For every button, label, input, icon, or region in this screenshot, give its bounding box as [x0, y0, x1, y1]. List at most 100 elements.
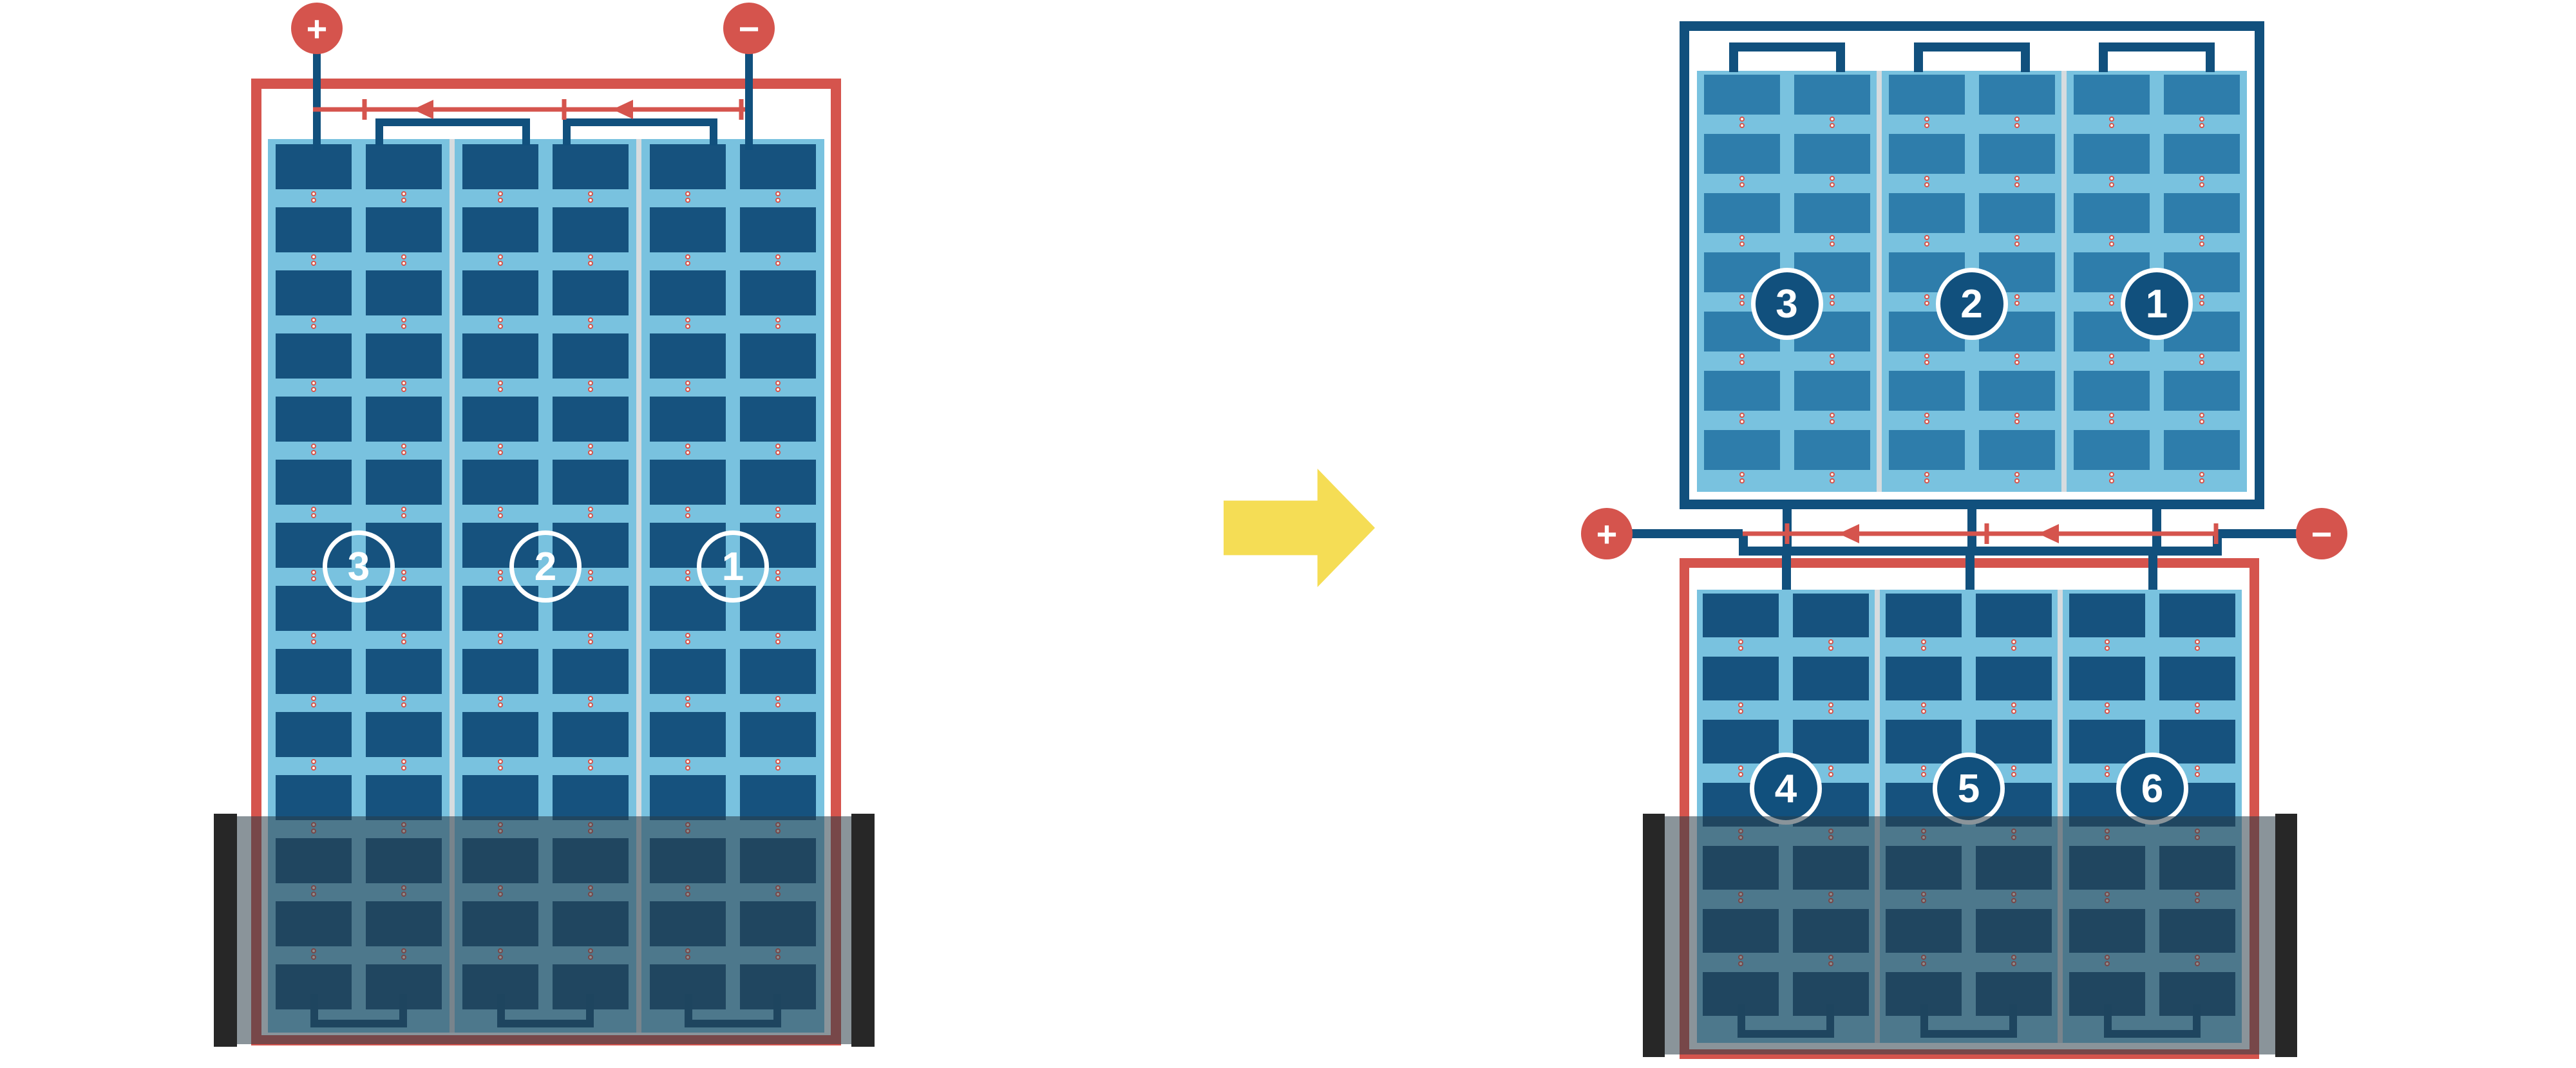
solder-dots [401, 633, 406, 644]
cell-unit [366, 649, 442, 712]
solder-dot [1829, 472, 1835, 477]
solder-dots [2199, 176, 2204, 187]
solder-dots [311, 507, 316, 518]
solder-dot [1921, 709, 1926, 714]
solder-dot [1829, 413, 1835, 418]
cell-unit [2074, 430, 2150, 489]
solder-dot [401, 198, 406, 203]
solder-dot [2011, 646, 2016, 651]
solder-dots [2011, 765, 2016, 777]
solder-dot [775, 696, 781, 701]
solder-dots [2014, 176, 2020, 187]
solder-dots [498, 759, 503, 771]
cell-row [1697, 430, 1877, 489]
cell-unit [2164, 193, 2240, 252]
solder-dot [1739, 182, 1745, 187]
solar-cell [553, 775, 629, 820]
cell-row [641, 775, 824, 838]
interconnect-stub [1967, 509, 1976, 547]
solder-dots [311, 633, 316, 644]
solder-dot [775, 191, 781, 196]
cell-row [268, 649, 450, 712]
pv-string: 3 [1697, 71, 1877, 492]
solder-dot [2105, 772, 2110, 777]
solder-dot [1924, 117, 1929, 122]
solder-dots [401, 317, 406, 329]
solder-dot [2199, 360, 2204, 365]
solar-cell [2164, 75, 2240, 115]
solder-dots [2109, 472, 2114, 483]
solar-cell [366, 207, 442, 252]
cell-unit [650, 207, 726, 270]
cell-unit [1978, 75, 2055, 134]
solar-cell [2074, 371, 2150, 411]
cell-unit [1794, 193, 1870, 252]
cell-unit [1978, 193, 2055, 252]
cell-unit [462, 712, 538, 775]
solder-dots [1828, 639, 1833, 651]
solar-cell [1888, 134, 1965, 174]
solder-dots [2014, 413, 2020, 424]
solder-dot [2011, 772, 2016, 777]
solder-dot [1739, 472, 1745, 477]
solder-dots [588, 317, 593, 329]
cell-row [455, 649, 636, 712]
cell-unit [1886, 594, 1962, 657]
solder-dots [2109, 413, 2114, 424]
solder-dots [1829, 413, 1835, 424]
solar-cell [1888, 371, 1965, 411]
solar-cell [2069, 594, 2145, 637]
cell-row [641, 397, 824, 460]
solder-dots [775, 570, 781, 581]
cell-unit [462, 270, 538, 333]
solder-dots [685, 507, 690, 518]
solder-dot [2109, 176, 2114, 181]
solder-dot [2014, 117, 2020, 122]
cell-unit [1888, 430, 1965, 489]
cell-unit [1703, 193, 1780, 252]
cell-unit [2159, 594, 2235, 657]
current-direction-annotation [313, 99, 745, 120]
negative-terminal: − [2296, 508, 2347, 559]
cell-unit [276, 649, 352, 712]
cell-row [455, 460, 636, 523]
cell-unit [1703, 657, 1779, 720]
cell-unit [1888, 193, 1965, 252]
string-jumper-top [563, 118, 717, 145]
cell-unit [276, 144, 352, 207]
solder-dot [2199, 117, 2204, 122]
solder-dot [588, 639, 593, 644]
solar-cell [1793, 720, 1869, 764]
cell-row [641, 144, 824, 207]
solder-dots [2014, 117, 2020, 128]
cell-row [455, 144, 636, 207]
solder-dots [1738, 639, 1743, 651]
solar-cell [1976, 720, 2052, 764]
solder-dots [775, 254, 781, 266]
solar-cell [462, 397, 538, 442]
solar-cell [366, 270, 442, 315]
solder-dot [311, 702, 316, 707]
solder-dot [2014, 419, 2020, 424]
cell-row [455, 270, 636, 333]
cell-unit [366, 712, 442, 775]
solder-dot [2199, 472, 2204, 477]
solder-dot [1829, 123, 1835, 128]
solar-cell [1794, 75, 1870, 115]
solder-dot [588, 765, 593, 771]
solder-dot [2014, 413, 2020, 418]
string-number: 4 [1750, 753, 1822, 825]
solder-dots [588, 759, 593, 771]
cell-row [268, 775, 450, 838]
solder-dot [2195, 646, 2200, 651]
positive-terminal: + [291, 3, 343, 54]
cell-unit [1978, 430, 2055, 489]
solder-dots [2199, 413, 2204, 424]
solder-dot [775, 513, 781, 518]
solar-cell [740, 207, 816, 252]
solder-dot [1739, 294, 1745, 299]
solder-dot [775, 765, 781, 771]
solder-dot [1828, 765, 1833, 771]
solder-dot [1829, 360, 1835, 365]
cell-unit [1794, 371, 1870, 430]
